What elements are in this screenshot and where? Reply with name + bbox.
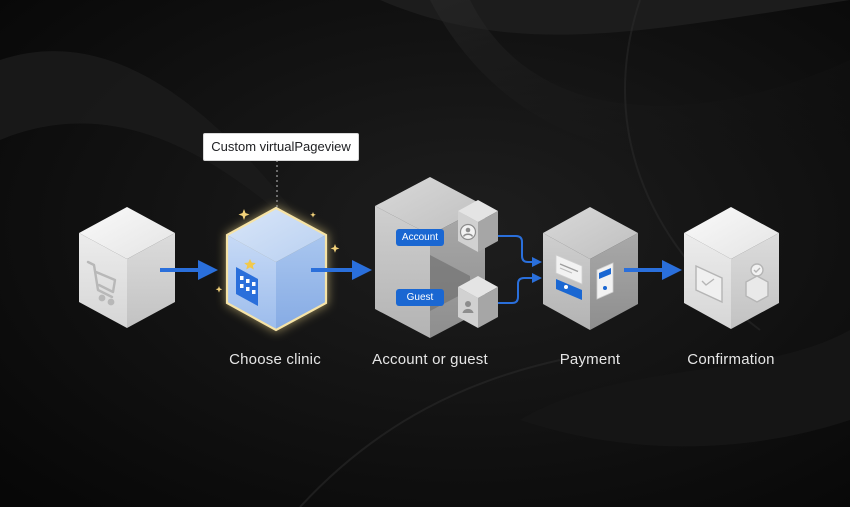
clinic-cube xyxy=(215,206,340,332)
cart-cube xyxy=(79,207,175,328)
account-chip: Account xyxy=(396,229,444,246)
step-label-choose-clinic: Choose clinic xyxy=(229,351,321,368)
user-icon xyxy=(462,301,474,313)
shopping-cart-icon xyxy=(86,260,117,306)
mobile-receipt-icon xyxy=(596,262,614,300)
checkmark-box-icon xyxy=(695,263,769,304)
account-guest-block xyxy=(375,177,498,338)
step-label-account-or-guest: Account or guest xyxy=(372,351,488,368)
guest-chip: Guest xyxy=(396,289,444,306)
credit-card-icon xyxy=(555,254,583,300)
branch-arrows xyxy=(498,235,542,304)
guest-mini-cube xyxy=(458,276,498,328)
arrow-guest-to-payment xyxy=(498,273,542,304)
arrow-account-to-payment xyxy=(498,235,542,267)
step-label-confirmation: Confirmation xyxy=(687,351,775,368)
hospital-building-icon xyxy=(236,259,258,306)
virtual-pageview-callout: Custom virtualPageview xyxy=(203,133,359,161)
sparkle-icon xyxy=(215,209,340,293)
account-user-icon xyxy=(459,223,477,241)
account-mini-cube xyxy=(458,200,498,252)
confirmation-cube xyxy=(684,207,779,329)
payment-cube xyxy=(543,207,638,330)
step-label-payment: Payment xyxy=(559,351,621,368)
